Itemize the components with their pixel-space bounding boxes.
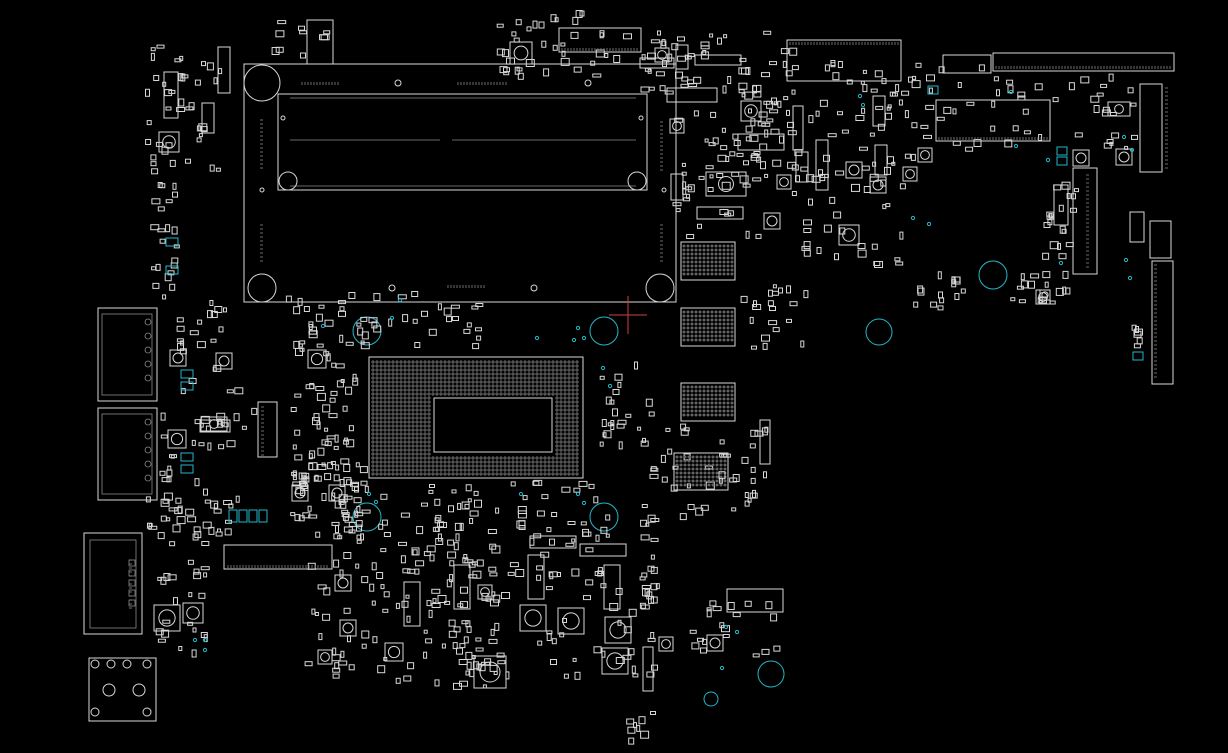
usb-port-lower[interactable] xyxy=(97,407,158,501)
board-static-layer xyxy=(83,27,1175,722)
top-right-connector[interactable] xyxy=(942,52,1175,74)
usb-port-upper[interactable] xyxy=(97,307,158,402)
memory-slot[interactable] xyxy=(243,63,677,303)
mounting-holes xyxy=(352,260,1008,707)
memory-chip-upper-right[interactable] xyxy=(558,27,1051,613)
hdmi-port[interactable] xyxy=(83,532,143,635)
flex-connector-bottom-left[interactable] xyxy=(223,401,333,570)
vram-chip-group[interactable] xyxy=(673,241,736,491)
bga-ball-grid xyxy=(371,244,734,487)
right-edge-connector[interactable] xyxy=(1072,83,1174,385)
audio-jack[interactable] xyxy=(88,657,157,722)
connector-pins xyxy=(129,42,1171,609)
cpu-bga-package[interactable] xyxy=(368,356,584,479)
crosshair-cursor-icon xyxy=(609,296,647,334)
small-components-layer xyxy=(90,10,1145,745)
